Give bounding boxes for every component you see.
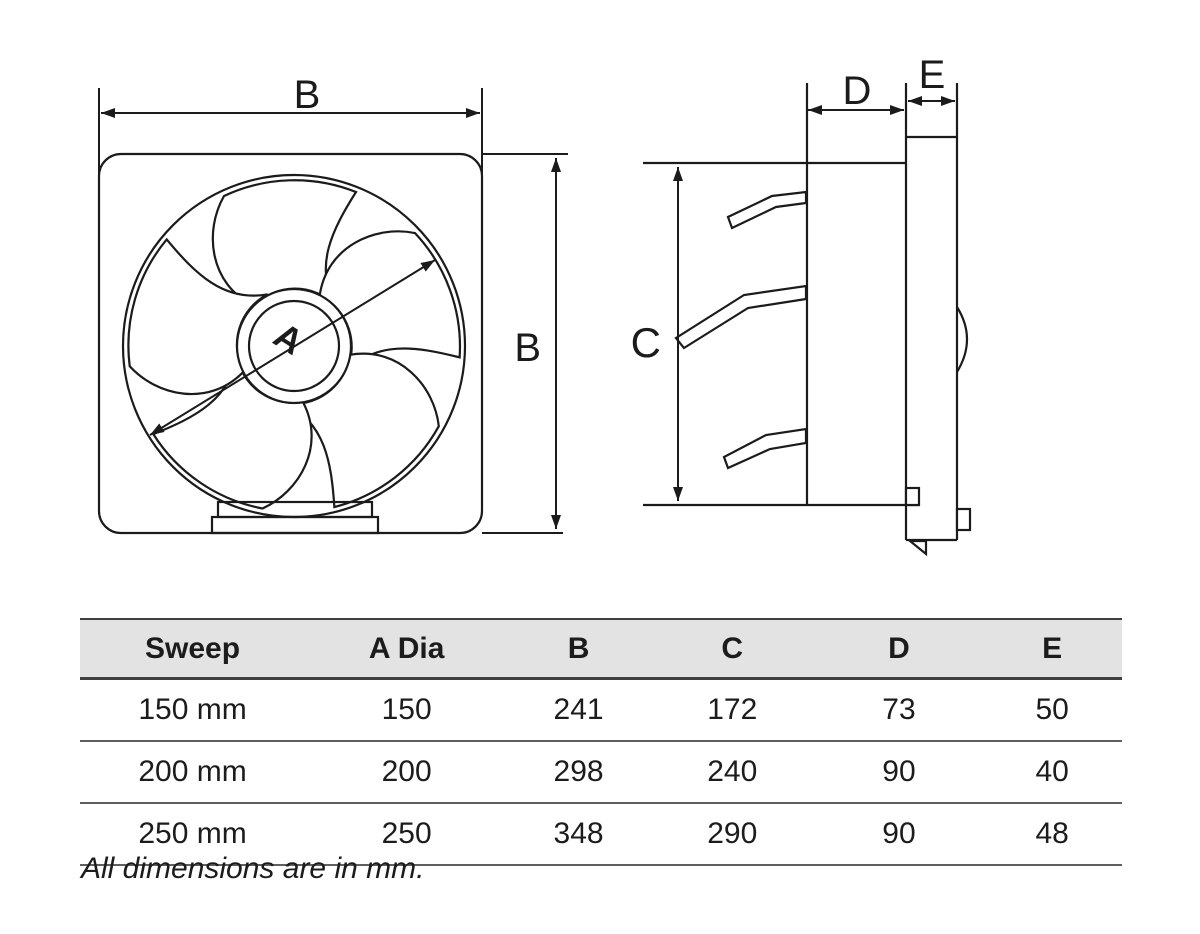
table-header-row: Sweep A Dia B C D E [80,618,1122,680]
dim-a-diagonal-arrow [149,259,436,436]
cell-a-dia: 250 [305,803,509,866]
fan-base-lower [210,515,380,535]
side-blade-bottom [722,427,808,470]
cell-d: 73 [815,678,983,742]
dimension-spec-table: Sweep A Dia B C D E 150 mm 150 241 172 7… [80,618,1122,866]
cell-e: 48 [982,803,1122,866]
cell-b: 348 [508,803,649,866]
cell-a-dia: 150 [305,678,509,742]
fan-dimension-diagram: A B B [97,53,972,557]
plate-notch [904,486,921,507]
col-header-e: E [982,618,1122,680]
plate-bottom-tab [906,539,928,557]
side-view: C D E [631,53,972,557]
cell-sweep: 200 mm [80,741,306,804]
dimensions-note: All dimensions are in mm. [81,852,425,885]
cell-e: 40 [982,741,1122,804]
cell-c: 290 [648,803,816,866]
cell-d: 90 [815,741,983,804]
col-header-b: B [508,618,649,680]
cell-sweep: 250 mm [80,803,306,866]
cell-sweep: 150 mm [80,678,306,742]
table-row: 200 mm 200 298 240 90 40 [80,741,1122,804]
cell-c: 172 [648,678,816,742]
label-e: E [919,53,946,97]
motor-bulge-arc [956,306,968,373]
col-header-a-dia: A Dia [305,618,509,680]
cell-a-dia: 200 [305,741,509,804]
label-c: C [631,319,661,366]
label-b-top: B [294,73,321,117]
side-blade-top [726,190,808,230]
cell-d: 90 [815,803,983,866]
label-b-right: B [514,326,541,370]
cell-b: 298 [508,741,649,804]
col-header-d: D [815,618,983,680]
cell-c: 240 [648,741,816,804]
front-view: A B B [97,73,568,535]
cell-b: 241 [508,678,649,742]
label-d: D [843,69,872,113]
table-row: 150 mm 150 241 172 73 50 [80,678,1122,742]
plate-right-lug [955,507,972,532]
cell-e: 50 [982,678,1122,742]
side-blade-middle [674,284,808,350]
col-header-c: C [648,618,816,680]
col-header-sweep: Sweep [80,618,306,680]
table-row: 250 mm 250 348 290 90 48 [80,803,1122,866]
